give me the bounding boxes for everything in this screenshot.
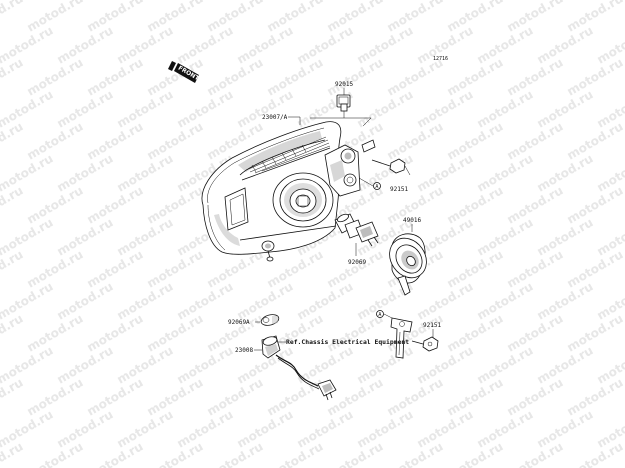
callout-a-lower-text: A xyxy=(378,312,381,318)
part-label-92151-upper: 92151 xyxy=(390,186,408,193)
part-label-92015: 92015 xyxy=(335,81,353,88)
callout-a-upper: A xyxy=(358,177,381,190)
screw-92151-upper xyxy=(361,139,411,176)
part-label-92069a: 92069A xyxy=(228,319,250,326)
diagram-code: 12716 xyxy=(433,56,448,62)
part-label-92151-lower: 92151 xyxy=(423,322,441,329)
small-bulb-92069a xyxy=(260,314,280,326)
headlight-housing-23007a xyxy=(201,121,361,262)
socket-wire-23008 xyxy=(261,335,337,401)
dust-cover-49016 xyxy=(389,233,427,296)
ref-note: Ref.Chassis Electrical Equipment xyxy=(286,338,409,346)
clip-92015 xyxy=(336,94,351,112)
bracket-strip xyxy=(390,317,413,359)
part-label-23007a: 23007/A xyxy=(262,114,288,121)
callout-a-lower: A xyxy=(376,310,393,319)
callout-a-upper-text: A xyxy=(375,184,378,190)
screw-92151-lower xyxy=(411,336,439,352)
part-label-49016: 49016 xyxy=(403,217,421,224)
part-label-92069: 92069 xyxy=(348,259,366,266)
bulb-92069 xyxy=(334,213,379,256)
front-direction-tag: FRONT xyxy=(168,61,201,83)
part-label-23008: 23008 xyxy=(235,347,253,354)
